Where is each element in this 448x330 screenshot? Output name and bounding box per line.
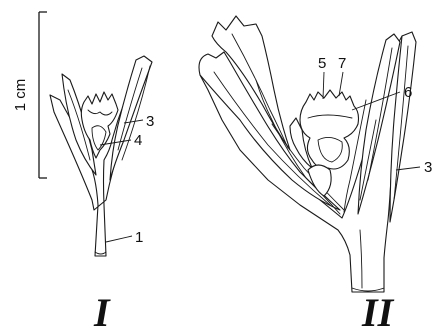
- figure-ii-flower-head: [300, 90, 359, 169]
- figure-i-drawing: [50, 56, 152, 256]
- scale-bar-label: 1 cm: [12, 79, 29, 112]
- figure-i-label-1: 1: [135, 229, 143, 246]
- figure-ii-numeral: II: [361, 290, 395, 330]
- scale-bar: 1 cm: [12, 12, 47, 178]
- figure-ii-label-6: 6: [404, 84, 412, 101]
- figure-ii-label-5: 5: [318, 55, 326, 72]
- figure-i-numeral: I: [93, 290, 111, 330]
- figure-i-label-4: 4: [134, 132, 142, 149]
- figure-ii-drawing: [199, 16, 416, 292]
- figure-ii-label-3: 3: [424, 159, 432, 176]
- figure-i-label-3: 3: [146, 113, 154, 130]
- figure-ii-leader-5: [323, 72, 324, 99]
- figure-i-leader-1: [106, 236, 132, 242]
- figure-ii-label-7: 7: [338, 55, 346, 72]
